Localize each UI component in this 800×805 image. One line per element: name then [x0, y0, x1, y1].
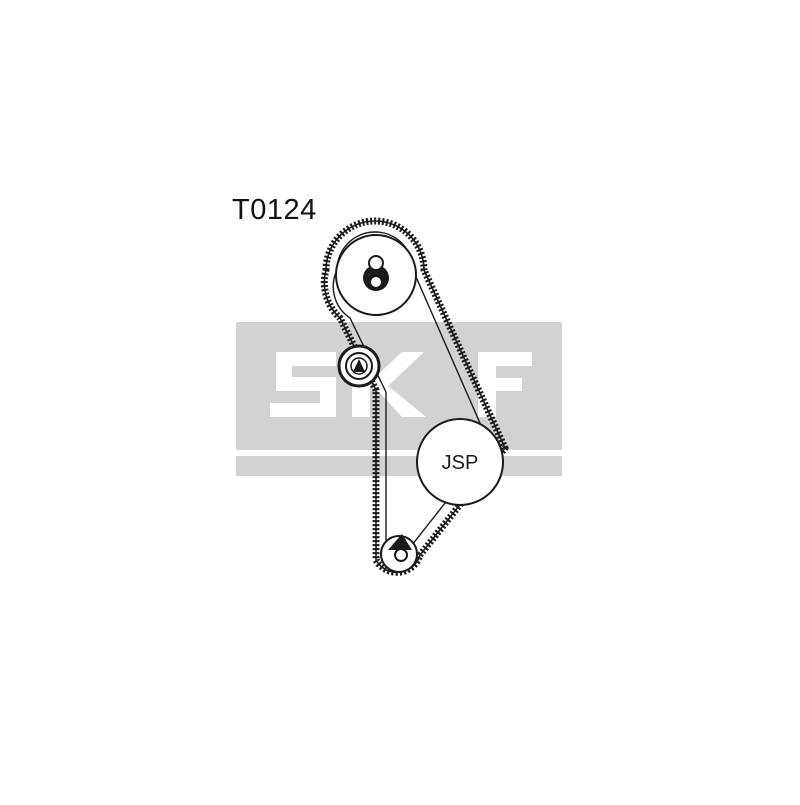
tensioner-pulley [337, 344, 381, 388]
skf-logo-watermark [236, 322, 562, 476]
aux-pulley-label: JSP [442, 452, 479, 474]
crankshaft-pulley [380, 534, 418, 573]
camshaft-pulley [335, 234, 417, 316]
aux-pulley: JSP [416, 418, 504, 506]
part-number: T0124 [232, 194, 317, 226]
